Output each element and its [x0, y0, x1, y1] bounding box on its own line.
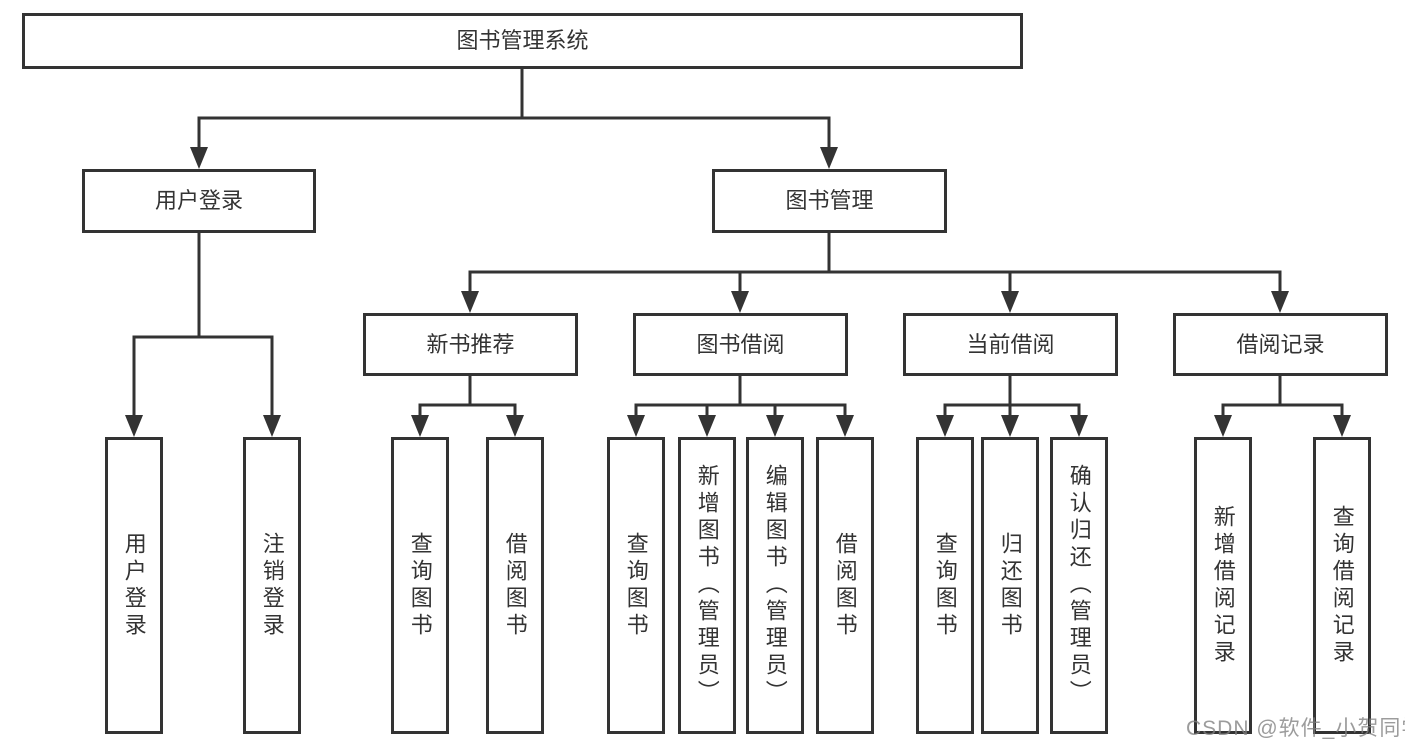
leaf-query-borrow-record: 查询借阅记录 — [1313, 437, 1371, 734]
node-label: 查询图书 — [407, 531, 433, 640]
leaf-query-books-borrowing: 查询图书 — [607, 437, 665, 734]
node-label: 当前借阅 — [966, 331, 1055, 357]
node-label: 用户登录 — [121, 531, 147, 640]
node-label: 借阅图书 — [832, 531, 858, 640]
node-label: 新增借阅记录 — [1210, 504, 1236, 667]
node-label: 借阅记录 — [1236, 331, 1325, 357]
leaf-add-books-admin: 新增图书（管理员） — [678, 437, 736, 734]
node-label: 查询图书 — [623, 531, 649, 640]
node-book-management-branch: 图书管理 — [712, 169, 947, 233]
leaf-query-books-recommend: 查询图书 — [391, 437, 449, 734]
leaf-return-books: 归还图书 — [981, 437, 1039, 734]
node-label: 查询图书 — [932, 531, 958, 640]
node-user-login-branch: 用户登录 — [82, 169, 316, 233]
node-label: 图书管理 — [785, 188, 874, 214]
node-label: 借阅图书 — [502, 531, 528, 640]
leaf-confirm-return-admin: 确认归还（管理员） — [1050, 437, 1108, 734]
node-current-borrowing: 当前借阅 — [903, 313, 1118, 376]
node-label: 确认归还（管理员） — [1066, 464, 1092, 707]
leaf-user-login: 用户登录 — [105, 437, 163, 734]
leaf-edit-books-admin: 编辑图书（管理员） — [746, 437, 804, 734]
leaf-query-books-current: 查询图书 — [916, 437, 974, 734]
node-label: 编辑图书（管理员） — [762, 464, 788, 707]
node-label: 归还图书 — [997, 531, 1023, 640]
leaf-logout: 注销登录 — [243, 437, 301, 734]
node-label: 新书推荐 — [426, 331, 515, 357]
node-label: 图书借阅 — [696, 331, 785, 357]
node-label: 查询借阅记录 — [1329, 504, 1355, 667]
leaf-borrow-books-borrowing: 借阅图书 — [816, 437, 874, 734]
node-new-book-recommendation: 新书推荐 — [363, 313, 578, 376]
node-label: 注销登录 — [259, 531, 285, 640]
leaf-add-borrow-record: 新增借阅记录 — [1194, 437, 1252, 734]
node-book-borrowing: 图书借阅 — [633, 313, 848, 376]
leaf-borrow-books-recommend: 借阅图书 — [486, 437, 544, 734]
node-library-management-system: 图书管理系统 — [22, 13, 1023, 69]
csdn-watermark: CSDN @软件_小贺同学 — [1186, 717, 1405, 740]
node-label: 用户登录 — [154, 188, 243, 214]
node-borrowing-records: 借阅记录 — [1173, 313, 1388, 376]
node-label: 新增图书（管理员） — [694, 464, 720, 707]
node-label: 图书管理系统 — [456, 28, 589, 54]
